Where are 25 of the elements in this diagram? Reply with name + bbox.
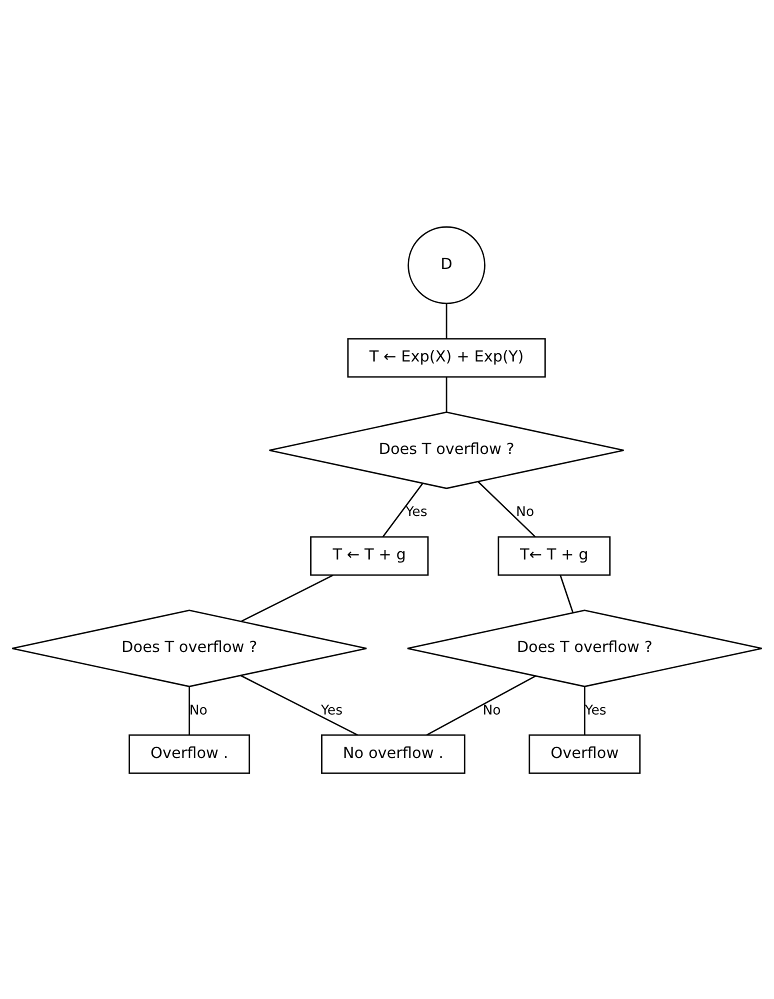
node-box: No overflow . <box>321 734 466 774</box>
connector <box>478 480 536 537</box>
connector <box>560 574 574 612</box>
node-box: Overflow <box>528 734 641 774</box>
node-diamond: Does T overflow ? <box>406 609 763 687</box>
edge-label: No <box>516 504 534 520</box>
connector <box>188 686 190 734</box>
node-circle: D <box>408 226 486 304</box>
edge-label: Yes <box>406 504 428 520</box>
edge-label: No <box>482 702 501 718</box>
connector <box>426 674 536 736</box>
connector <box>240 674 358 736</box>
node-box: T ← T + g <box>310 536 429 576</box>
edge-label: Yes <box>320 702 343 718</box>
connector <box>382 482 424 537</box>
node-box: T← T + g <box>498 536 611 576</box>
connector <box>446 376 448 412</box>
connector <box>446 303 448 338</box>
node-box: Overflow . <box>128 734 250 774</box>
connector <box>241 574 334 622</box>
node-box: T ← Exp(X) + Exp(Y) <box>347 338 546 378</box>
node-diamond: Does T overflow ? <box>268 410 624 489</box>
node-diamond: Does T overflow ? <box>11 609 368 687</box>
edge-label: No <box>189 702 208 718</box>
connector <box>584 686 586 734</box>
